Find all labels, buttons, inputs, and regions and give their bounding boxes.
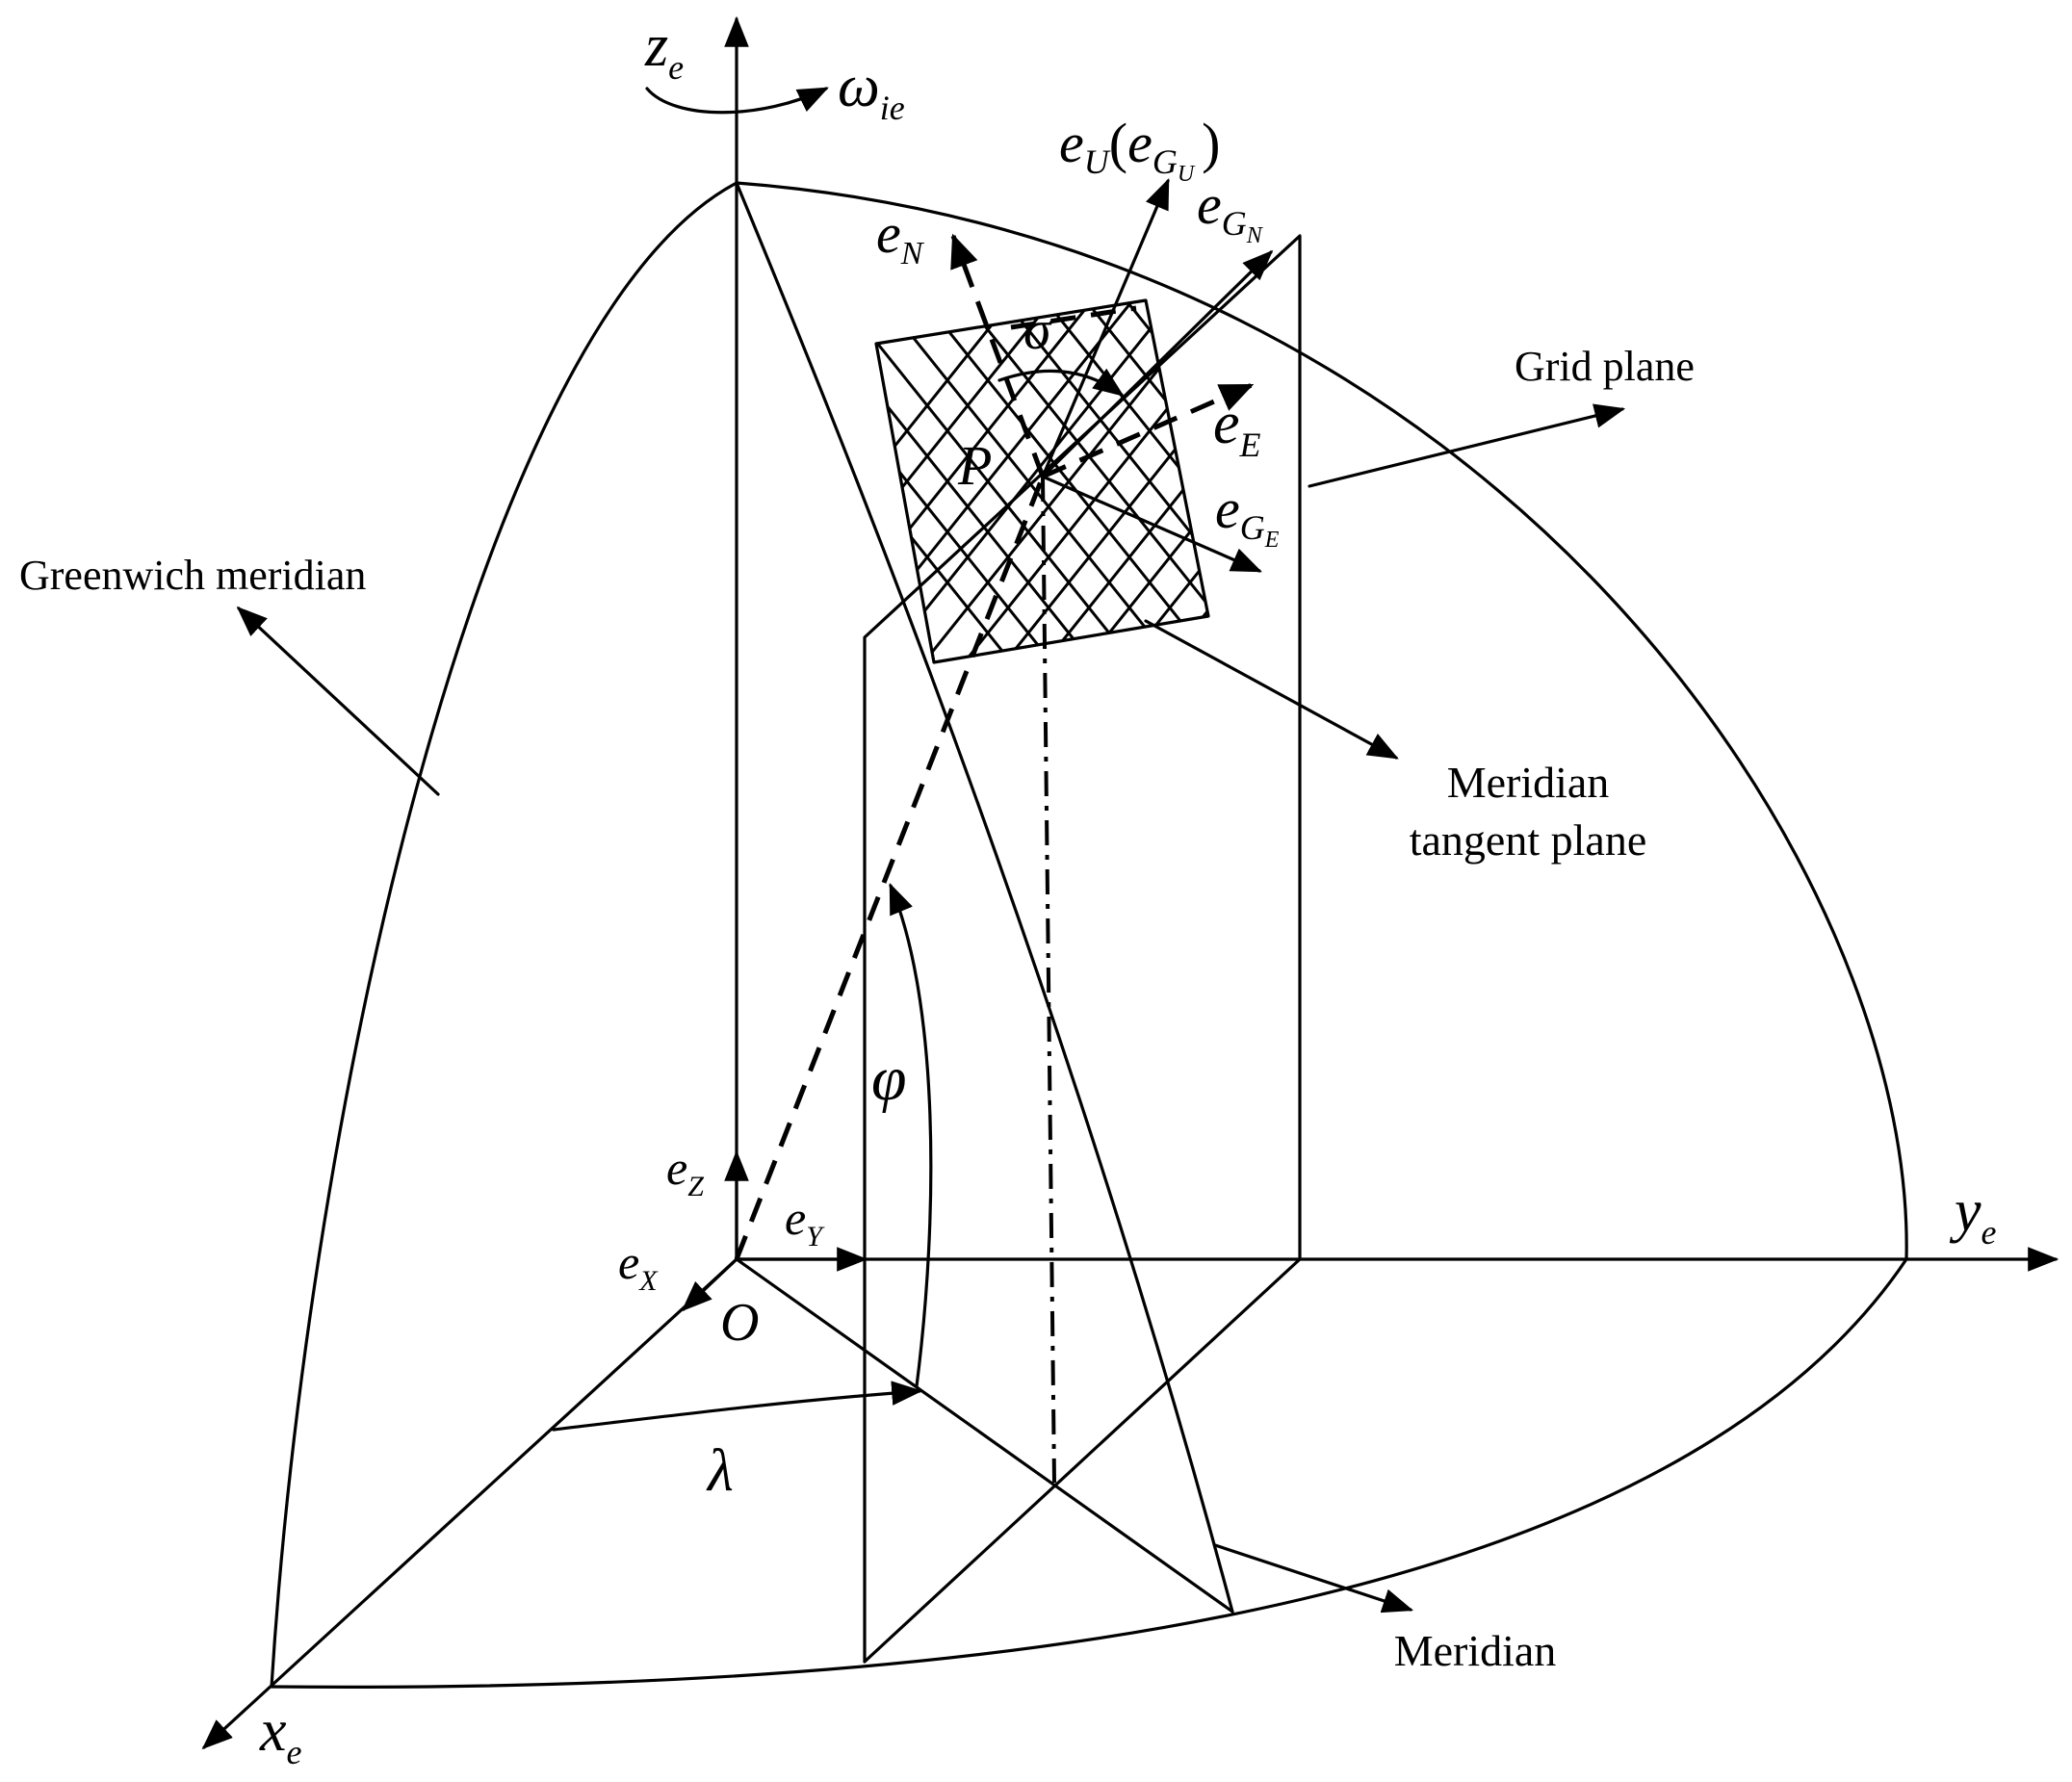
hatch-line <box>876 300 1142 662</box>
hatch-line <box>876 300 1182 662</box>
meridian-plane-frame <box>863 234 1302 1664</box>
hatch-line <box>1402 241 1787 722</box>
hatch-line <box>1281 241 1666 722</box>
latitude-angle-arc <box>889 883 933 1388</box>
outer-arc <box>735 181 1908 1261</box>
x-axis <box>201 1257 738 1750</box>
hatch-line <box>1036 300 1208 662</box>
hatch-line <box>1076 300 1208 662</box>
phi-label: φ <box>871 1044 907 1114</box>
eY-label: eY <box>785 1191 825 1253</box>
sigma-angle-arc <box>997 368 1125 397</box>
hatch-line <box>1523 241 1908 722</box>
greenwich-meridian-label: Greenwich meridian <box>19 552 366 599</box>
lambda-label: λ <box>706 1438 734 1504</box>
origin-label: O <box>720 1293 759 1353</box>
hatch-line <box>1117 300 1208 662</box>
eU-label: eU(eGU) <box>1059 112 1221 187</box>
hatch-line <box>876 300 1061 662</box>
meridian-tangent-plane-label-1: Meridian <box>1447 758 1610 807</box>
hatch-line <box>1240 241 1625 722</box>
greenwich-meridian-pointer <box>236 606 440 796</box>
eX-basis-vector <box>681 1257 738 1312</box>
p-projection-line <box>1041 476 1056 1484</box>
x-axis-label: xe <box>259 1698 302 1771</box>
hatch-line <box>876 300 1101 662</box>
hatch-line <box>955 300 1208 662</box>
hatch-line <box>1483 241 1868 722</box>
hatch-line <box>1361 241 1747 722</box>
meridian-tangent-plane-label-2: tangent plane <box>1410 815 1647 865</box>
equator-arc <box>270 1257 1908 1689</box>
hatch-line <box>1281 241 1666 722</box>
hatch-line <box>1361 241 1747 722</box>
sigma-label: σ <box>1023 298 1053 361</box>
op-radius-line <box>734 476 1046 1260</box>
z-axis-label: ze <box>644 13 684 87</box>
hatch-line <box>1483 241 1868 722</box>
eZ-label: eZ <box>666 1141 704 1202</box>
hatch-line <box>1442 241 1827 722</box>
longitude-angle-arc <box>552 1381 923 1432</box>
eGN-vector <box>1041 249 1274 478</box>
meridian-label: Meridian <box>1394 1626 1557 1675</box>
grid-plane-patch <box>874 241 1908 722</box>
eE-label: eE <box>1213 391 1261 464</box>
meridian-tangent-plane-pointer <box>1144 619 1399 760</box>
hatch-line <box>1402 241 1787 722</box>
earth-rotation-arrow <box>645 87 829 115</box>
hatch-line <box>1198 300 1208 662</box>
sigma-dash-left <box>1010 305 1137 330</box>
grid-plane-label: Grid plane <box>1515 343 1695 390</box>
greenwich-meridian-arc <box>270 181 738 1689</box>
grid-plane-pointer <box>1308 403 1626 488</box>
y-axis-label: ye <box>1949 1178 1997 1252</box>
eGE-vector <box>1041 475 1262 573</box>
meridian-base-line <box>735 1257 1234 1614</box>
hatch-line <box>1117 300 1208 662</box>
eGN-label: eGN <box>1197 173 1264 248</box>
hatch-line <box>1321 241 1706 722</box>
hatch-line <box>1198 300 1208 662</box>
hatch-line <box>915 300 1208 662</box>
eN-label: eN <box>876 202 925 271</box>
meridian-pointer <box>1213 1543 1414 1614</box>
eX-label: eX <box>618 1235 659 1297</box>
local-meridian-arc <box>735 181 1234 1614</box>
hatch-line <box>1442 241 1827 722</box>
eU-vector <box>1041 178 1170 478</box>
point-P-label: P <box>957 434 992 497</box>
omega-label: ωie <box>838 54 905 127</box>
hatch-line <box>1523 241 1908 722</box>
eGE-label: eGE <box>1215 478 1280 553</box>
hatch-line <box>1240 241 1625 722</box>
eN-vector <box>950 233 1046 478</box>
hatch-line <box>1321 241 1706 722</box>
